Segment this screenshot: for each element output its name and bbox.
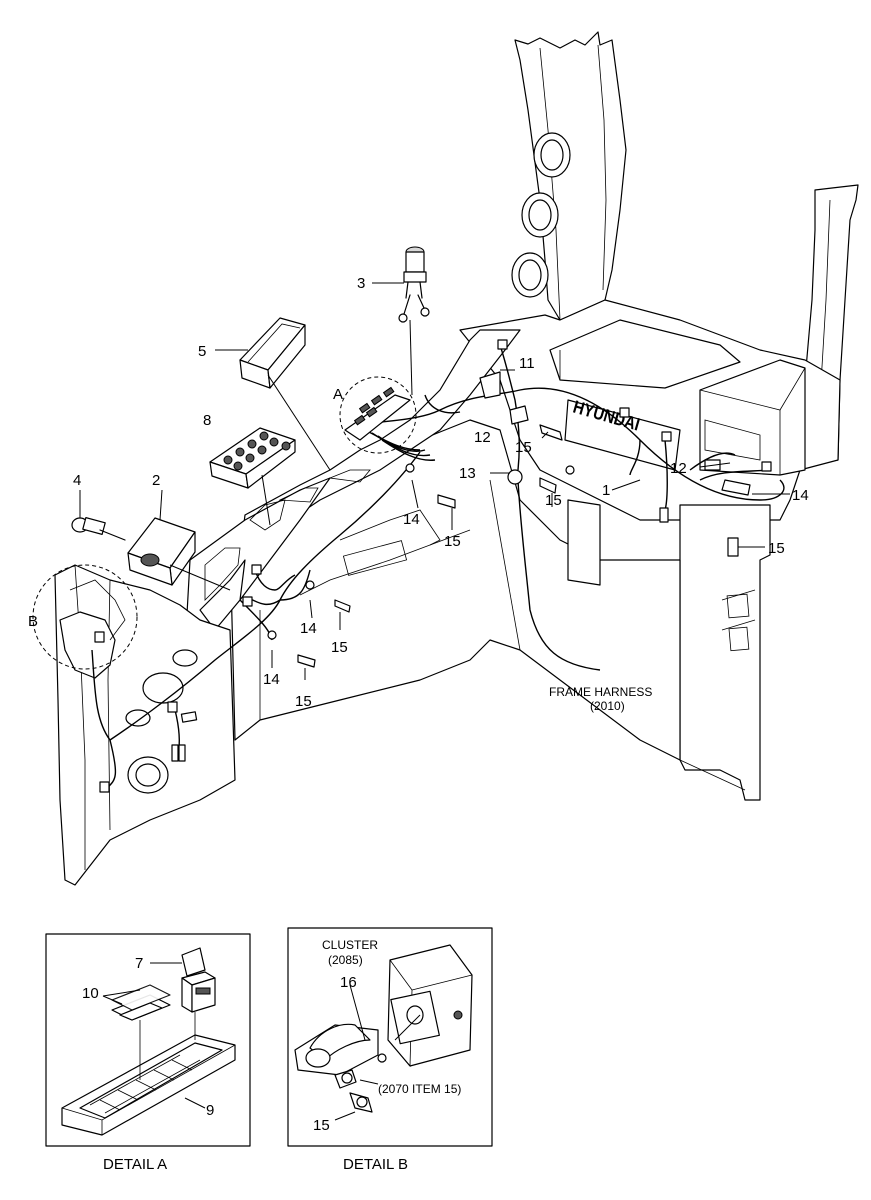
callout-15-c: 15 (545, 492, 562, 509)
callout-14-c: 14 (300, 620, 317, 637)
callout-13: 13 (459, 465, 476, 482)
detail-b-caption: DETAIL B (343, 1156, 408, 1173)
storage-box (239, 317, 306, 389)
harness-wires (91, 344, 785, 791)
cigar-lighter (398, 246, 430, 323)
callout-11: 11 (519, 355, 535, 372)
callout-15-d: 15 (444, 533, 461, 550)
detail-a-circle (339, 376, 417, 454)
callout-8: 8 (203, 412, 211, 429)
callout-15-a: 15 (515, 439, 532, 456)
cluster-ref: (2085) (328, 953, 363, 967)
cluster-label: CLUSTER (322, 938, 378, 952)
detail-a-caption: DETAIL A (103, 1156, 167, 1173)
callout-12-b: 12 (670, 460, 687, 477)
callout-b: B (28, 613, 38, 630)
callout-a: A (333, 386, 343, 403)
callout-15-b: 15 (768, 540, 785, 557)
leader-lines (79, 282, 790, 680)
callout-7: 7 (135, 955, 143, 972)
detail-b-box: CLUSTER (2085) 16 (2070 ITEM 15) 15 (287, 927, 493, 1147)
components (71, 246, 772, 793)
callout-10: 10 (82, 985, 99, 1002)
callout-1: 1 (602, 482, 610, 499)
clips (267, 371, 751, 640)
callout-14-b: 14 (403, 511, 420, 528)
callout-5: 5 (198, 343, 206, 360)
switch-panel (209, 427, 296, 489)
callout-16: 16 (340, 974, 357, 991)
socket-box (127, 517, 196, 586)
detail-b-circle (32, 564, 138, 670)
plug (71, 517, 126, 541)
callout-14-d: 14 (263, 671, 280, 688)
callout-12-a: 12 (474, 429, 491, 446)
callout-14-a: 14 (792, 487, 809, 504)
callout-9: 9 (206, 1102, 214, 1119)
callout-15-e: 15 (331, 639, 348, 656)
bolts (297, 424, 739, 668)
callout-2: 2 (152, 472, 160, 489)
connectors (94, 339, 772, 793)
callout-3: 3 (357, 275, 365, 292)
detail-a-box: 7 10 9 (45, 933, 251, 1147)
frame-harness-ref: (2010) (590, 699, 625, 713)
callout-4: 4 (73, 472, 81, 489)
callout-15-f: 15 (295, 693, 312, 710)
item-15-ref: (2070 ITEM 15) (378, 1082, 461, 1096)
console-panel (344, 386, 411, 441)
callout-15-g: 15 (313, 1117, 330, 1134)
frame-harness-label: FRAME HARNESS (549, 685, 652, 699)
cab-frame: HYUNDAI (54, 31, 859, 886)
